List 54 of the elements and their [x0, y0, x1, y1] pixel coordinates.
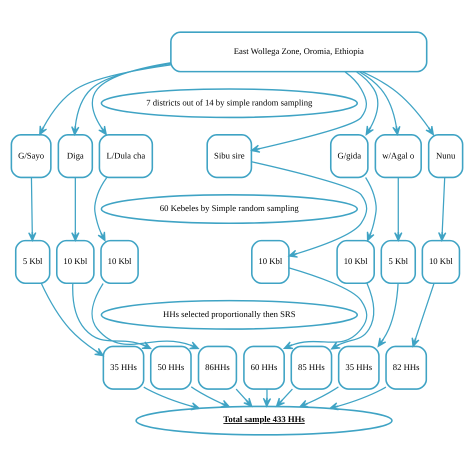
arrow: [378, 282, 399, 347]
arrow: [91, 282, 199, 349]
node-box: 10 Kbl: [422, 239, 460, 284]
node-box: 35 HHs: [102, 345, 144, 390]
arrow: [71, 62, 171, 135]
node-ellipse: 7 districts out of 14 by simple random sampling: [100, 88, 358, 118]
arrow: [362, 70, 434, 135]
arrow: [394, 177, 402, 241]
arrow: [28, 177, 36, 241]
arrow: [365, 176, 377, 241]
node-box: w/Agal o: [374, 134, 422, 178]
arrow: [94, 176, 108, 241]
node-box: Sibu sire: [206, 134, 252, 178]
arrow: [190, 386, 230, 408]
arrow: [438, 176, 446, 241]
node-box: 86HHs: [198, 345, 238, 390]
arrow: [92, 62, 171, 135]
node-box: East Wollega Zone, Oromia, Ethiopia: [170, 30, 428, 72]
arrow: [358, 70, 401, 135]
node-box: Nunu: [428, 134, 464, 178]
node-ellipse: Total sample 433 HHs: [135, 405, 393, 436]
arrow: [251, 160, 368, 258]
node-ellipse: 60 Kebeles by Simple random sampling: [100, 194, 358, 224]
arrow: [412, 282, 435, 347]
node-box: 82 HHs: [385, 345, 428, 390]
arrow: [72, 282, 152, 349]
node-box: 5 Kbl: [14, 239, 50, 284]
node-box: 10 Kbl: [336, 239, 375, 284]
arrow: [40, 282, 104, 356]
node-box: G/gida: [330, 134, 369, 178]
node-box: L/Dula cha: [98, 134, 154, 178]
arrow: [262, 388, 272, 406]
arrow: [143, 386, 200, 410]
node-box: 10 Kbl: [100, 239, 139, 284]
node-box: 85 HHs: [290, 345, 332, 390]
arrow: [276, 388, 293, 406]
node-box: G/Sayo: [10, 134, 52, 178]
arrow: [330, 282, 374, 350]
arrow: [39, 64, 171, 135]
arrow: [329, 386, 386, 410]
node-box: 50 HHs: [150, 345, 192, 390]
arrow: [71, 177, 80, 241]
arrow: [236, 388, 252, 406]
node-box: 10 Kbl: [56, 239, 95, 284]
arrow: [250, 70, 367, 152]
node-ellipse: HHs selected proportionally then SRS: [100, 299, 358, 330]
arrow: [356, 70, 378, 135]
arrow: [284, 266, 368, 349]
node-box: 5 Kbl: [380, 239, 416, 284]
node-box: 35 HHs: [338, 345, 380, 390]
node-box: 10 Kbl: [251, 239, 290, 284]
node-box: 60 HHs: [243, 345, 285, 390]
node-box: Diga: [58, 134, 94, 178]
arrow: [299, 386, 339, 408]
